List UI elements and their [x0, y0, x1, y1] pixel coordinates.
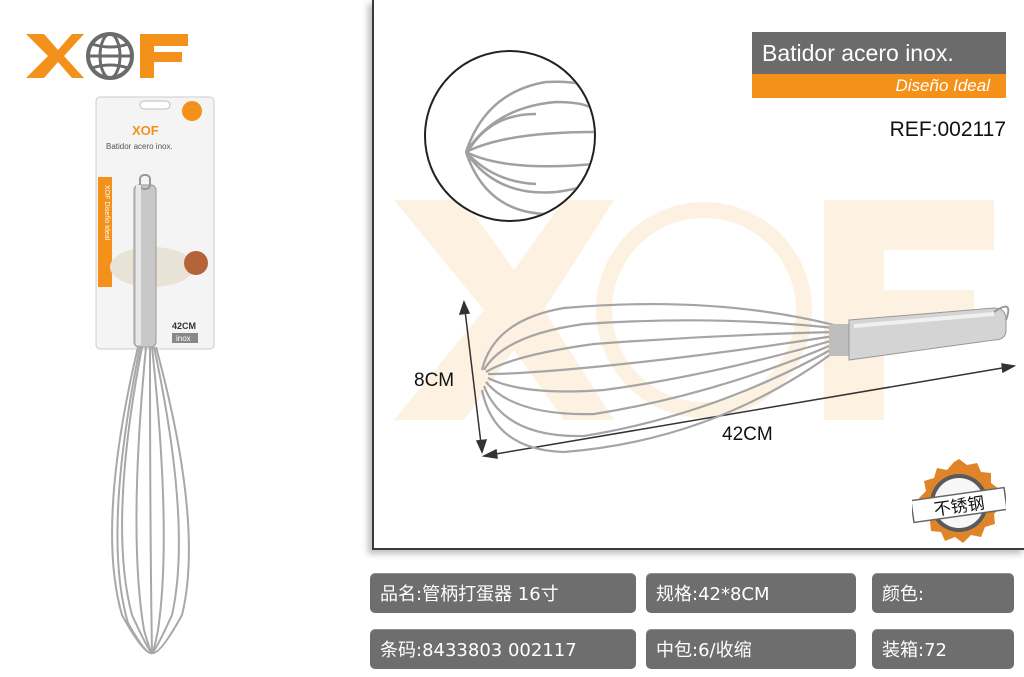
- package-name: Batidor acero inox.: [106, 142, 173, 151]
- package-side-text: XOF Diseño Ideal: [103, 185, 110, 241]
- product-name-cell: 品名:管柄打蛋器 16寸: [370, 573, 636, 613]
- packaged-whisk-image: XOF Batidor acero inox. XOF Diseño Ideal…: [92, 95, 222, 665]
- package-size: 42CM: [172, 321, 196, 331]
- reference-number: REF:002117: [889, 118, 1006, 141]
- inner-pack-cell: 中包:6/收缩: [646, 629, 856, 669]
- height-dimension-label: 8CM: [414, 370, 455, 391]
- case-pack-cell: 装箱:72: [872, 629, 1014, 669]
- package-material: inox: [176, 334, 191, 343]
- watermark-logo: [394, 200, 994, 420]
- length-dimension-label: 42CM: [722, 424, 773, 445]
- stainless-steel-badge: 不锈钢: [910, 456, 1008, 548]
- whisk-detail-circle: [424, 50, 596, 222]
- whisk-main-image: [480, 302, 1010, 454]
- package-brand: XOF: [132, 123, 159, 138]
- product-info-panel: Batidor acero inox. Diseño Ideal REF:002…: [372, 0, 1024, 550]
- color-cell: 颜色:: [872, 573, 1014, 613]
- product-subtitle: Diseño Ideal: [752, 74, 1006, 98]
- brand-logo: [22, 26, 192, 86]
- barcode-cell: 条码:8433803 002117: [370, 629, 636, 669]
- spec-cell: 规格:42*8CM: [646, 573, 856, 613]
- dimension-lines: [458, 299, 1017, 459]
- product-title: Batidor acero inox.: [752, 32, 1006, 74]
